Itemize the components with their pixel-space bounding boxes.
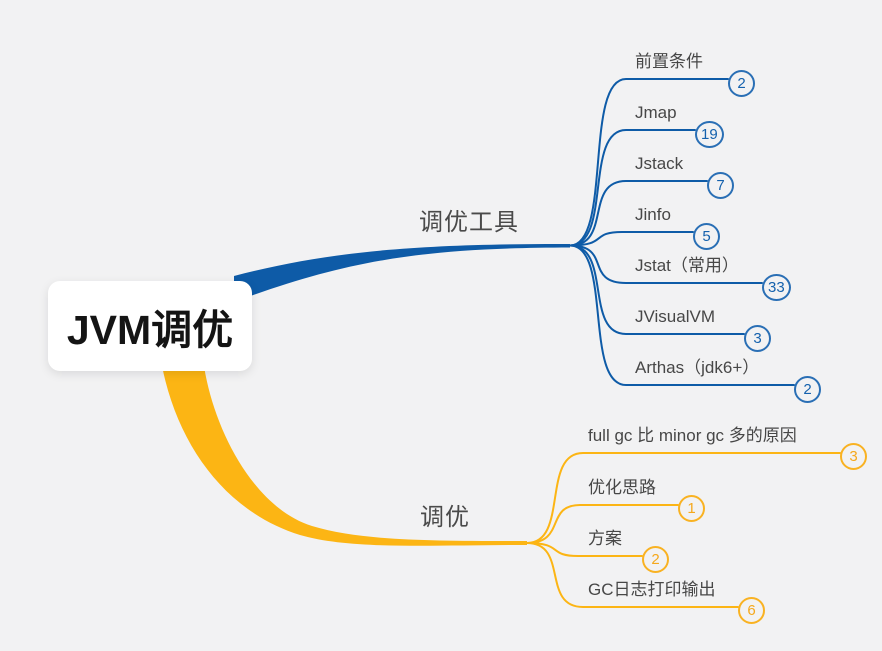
branch-curve (569, 244, 745, 335)
topic-label[interactable]: full gc 比 minor gc 多的原因 (588, 426, 797, 445)
branch-curve (526, 542, 739, 608)
count-badge[interactable]: 33 (762, 274, 791, 301)
branch-curve (569, 78, 729, 247)
root-topic-label: JVM调优 (66, 307, 234, 353)
topic-label[interactable]: Arthas（jdk6+） (635, 358, 760, 377)
count-badge[interactable]: 2 (794, 376, 821, 403)
topic-label[interactable]: JVisualVM (635, 307, 715, 326)
branch-topic-tools[interactable]: 调优工具 (419, 209, 519, 236)
topic-label[interactable]: Jstack (635, 154, 684, 173)
count-badge[interactable]: 3 (744, 325, 771, 352)
topic-label[interactable]: GC日志打印输出 (588, 580, 716, 599)
count-badge[interactable]: 2 (642, 546, 669, 573)
branch-curve (569, 244, 795, 386)
branch-curve (569, 244, 763, 284)
yellow-trunk-taper (162, 366, 527, 546)
count-badge[interactable]: 19 (695, 121, 724, 148)
branch-curve (526, 452, 841, 544)
topic-label[interactable]: Jinfo (635, 205, 671, 224)
topic-label[interactable]: 前置条件 (635, 52, 703, 71)
root-topic[interactable]: JVM调优 (48, 281, 252, 371)
branch-curve (569, 180, 708, 247)
topic-label[interactable]: 优化思路 (588, 478, 656, 497)
count-badge[interactable]: 2 (728, 70, 755, 97)
topic-label[interactable]: 方案 (588, 529, 622, 548)
count-badge[interactable]: 6 (738, 597, 765, 624)
branch-curve (526, 542, 643, 557)
count-badge[interactable]: 1 (678, 495, 705, 522)
branch-curve (569, 129, 696, 247)
topic-label[interactable]: Jstat（常用） (635, 256, 739, 275)
count-badge[interactable]: 3 (840, 443, 867, 470)
branch-topic-tuning[interactable]: 调优 (420, 504, 470, 531)
count-badge[interactable]: 5 (693, 223, 720, 250)
blue-trunk-taper (234, 243, 570, 302)
branch-curve (569, 231, 694, 247)
count-badge[interactable]: 7 (707, 172, 734, 199)
topic-label[interactable]: Jmap (635, 103, 677, 122)
branch-curve (526, 504, 679, 544)
